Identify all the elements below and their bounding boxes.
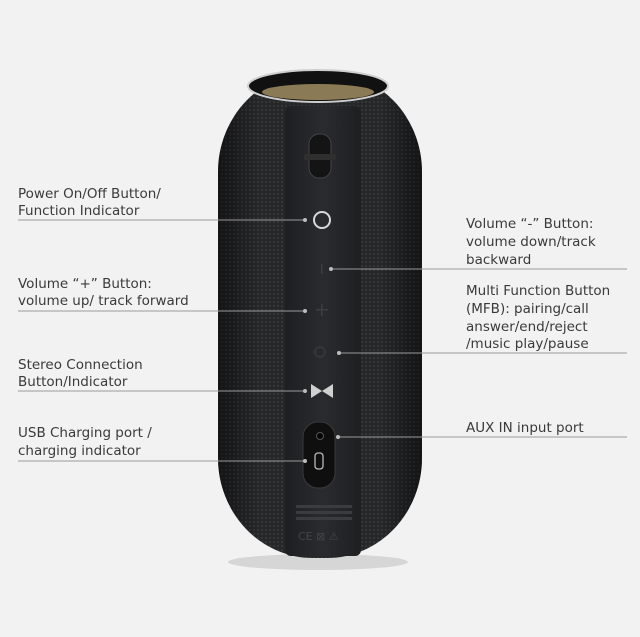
label-line: volume down/track (466, 234, 596, 250)
aux-jack-icon[interactable] (316, 432, 324, 440)
regulatory-text (296, 505, 352, 520)
leader-lines (18, 218, 627, 463)
label-volume-up: Volume “+” Button: volume up/ track forw… (18, 276, 189, 309)
label-line: answer/end/reject (466, 319, 588, 335)
volume-minus-icon[interactable] (321, 264, 323, 274)
label-line: USB Charging port / (18, 425, 152, 441)
label-line: charging indicator (18, 443, 141, 459)
strap-loop-icon (304, 133, 336, 179)
speaker-body: CE ⊠ ⚠ (218, 69, 422, 570)
port-cover (302, 421, 336, 489)
label-line: AUX IN input port (466, 420, 584, 436)
label-line: Button/Indicator (18, 374, 128, 390)
label-line: Multi Function Button (466, 283, 610, 299)
label-line: (MFB): pairing/call (466, 301, 589, 317)
label-volume-down: Volume “-” Button: volume down/track bac… (466, 216, 596, 268)
label-line: volume up/ track forward (18, 293, 189, 309)
label-power: Power On/Off Button/ Function Indicator (18, 186, 161, 219)
label-line: Function Indicator (18, 203, 140, 219)
label-mfb: Multi Function Button (MFB): pairing/cal… (466, 283, 610, 352)
label-line: backward (466, 252, 531, 268)
label-aux: AUX IN input port (466, 420, 584, 436)
stereo-bowtie-icon[interactable] (311, 384, 333, 398)
label-stereo: Stereo Connection Button/Indicator (18, 357, 143, 390)
label-line: Volume “-” Button: (466, 216, 593, 232)
label-line: Volume “+” Button: (18, 276, 152, 292)
ce-mark-icon: CE ⊠ ⚠ (298, 530, 339, 543)
label-usb: USB Charging port / charging indicator (18, 425, 152, 459)
play-pause-icon[interactable] (314, 346, 326, 358)
volume-plus-icon[interactable] (316, 304, 328, 316)
micro-usb-icon[interactable] (314, 452, 324, 470)
power-icon[interactable] (313, 211, 331, 229)
label-line: Power On/Off Button/ (18, 186, 161, 202)
label-line: /music play/pause (466, 336, 589, 352)
label-line: Stereo Connection (18, 357, 143, 373)
